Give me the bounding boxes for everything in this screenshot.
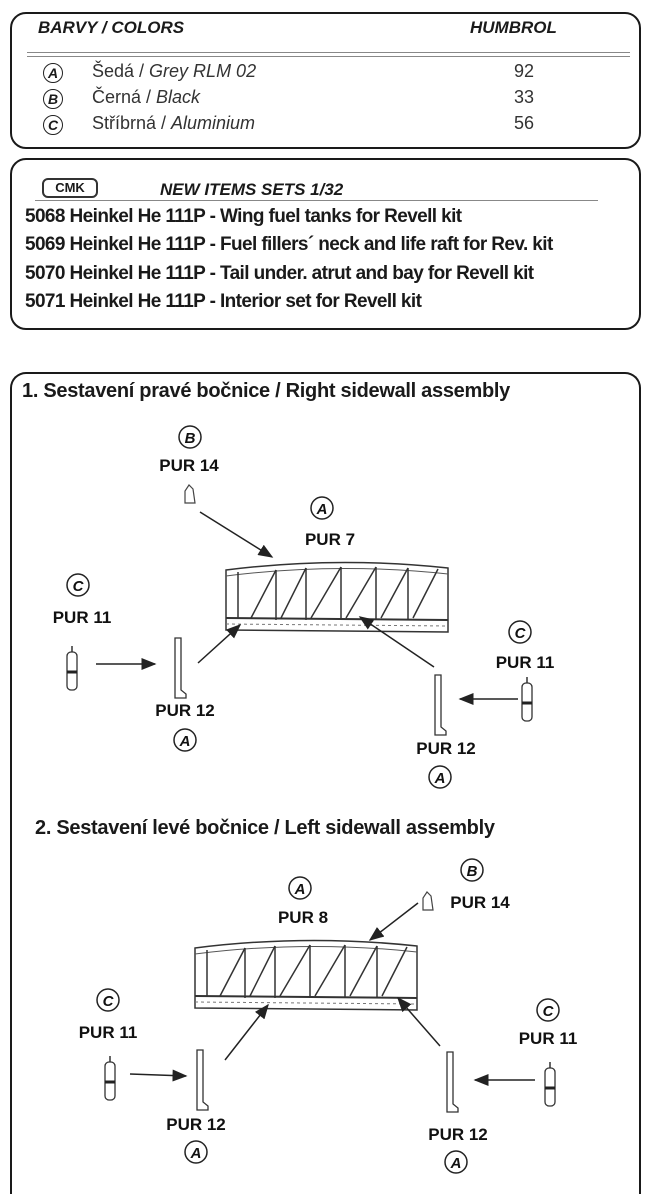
new-items-title: NEW ITEMS SETS 1/32	[160, 180, 344, 199]
color-badge: A	[43, 63, 63, 83]
colors-table	[10, 12, 641, 149]
arrow	[368, 902, 419, 941]
pur11-part	[103, 1054, 117, 1102]
humbrol-header: HUMBROL	[470, 18, 557, 37]
color-badge: A	[294, 881, 306, 898]
color-badge: A	[179, 733, 191, 750]
divider	[35, 200, 598, 201]
divider	[27, 52, 630, 57]
new-items-box	[10, 158, 641, 330]
pur11-part	[520, 675, 534, 723]
color-badge: B	[43, 89, 63, 109]
part-label: PUR 12	[416, 739, 476, 758]
part-label: PUR 12	[155, 701, 215, 720]
color-cz: Stříbrná /	[92, 113, 172, 133]
part-label: PUR 11	[519, 1029, 578, 1048]
colors-header: BARVY / COLORS	[38, 18, 185, 37]
new-item-line: 5071 Heinkel He 111P - Interior set for …	[25, 291, 422, 312]
step1-title: 1. Sestavení pravé bočnice / Right sidew…	[22, 380, 510, 402]
pur14-part	[184, 484, 196, 504]
new-item-line: 5069 Heinkel He 111P - Fuel fillers´ nec…	[25, 234, 553, 255]
part-label: PUR 14	[450, 893, 510, 912]
color-badge: A	[450, 1155, 462, 1172]
color-name: Černá / Black	[92, 87, 200, 108]
color-name: Stříbrná / Aluminium	[92, 113, 255, 134]
color-en: Black	[156, 87, 201, 107]
color-badge: C	[543, 1003, 555, 1020]
pur11-part	[543, 1060, 557, 1108]
step2-title: 2. Sestavení levé bočnice / Left sidewal…	[35, 817, 495, 839]
color-badge: C	[103, 993, 115, 1010]
new-item-line: 5070 Heinkel He 111P - Tail under. atrut…	[25, 263, 534, 284]
color-en: Aluminium	[171, 113, 256, 133]
humbrol-number: 92	[514, 61, 535, 81]
new-item-line: 5068 Heinkel He 111P - Wing fuel tanks f…	[25, 206, 462, 227]
color-cz: Černá /	[92, 87, 157, 107]
color-badge: C	[73, 578, 85, 595]
arrow	[358, 616, 435, 668]
assembly-box	[10, 372, 641, 1194]
pur11-part	[65, 644, 79, 692]
pur12-part	[434, 674, 447, 736]
part-label: PUR 11	[496, 653, 555, 672]
humbrol-number: 33	[514, 87, 535, 107]
part-label: PUR 11	[53, 608, 112, 627]
color-badge: B	[185, 430, 196, 447]
part-label: PUR 14	[159, 456, 219, 475]
color-badge: C	[515, 625, 527, 642]
part-label: PUR 12	[428, 1125, 488, 1144]
sidewall-frame	[194, 939, 418, 1011]
color-badge: A	[316, 501, 328, 518]
color-badge: A	[190, 1145, 202, 1162]
color-badge: C	[43, 115, 63, 135]
part-label: PUR 8	[278, 908, 328, 927]
humbrol-number: 56	[514, 113, 535, 133]
arrow	[197, 623, 242, 664]
color-en: Grey RLM 02	[149, 61, 257, 81]
color-name: Šedá / Grey RLM 02	[92, 61, 256, 82]
color-cz: Šedá /	[92, 61, 150, 81]
part-label: PUR 11	[79, 1023, 138, 1042]
pur14-part	[422, 891, 434, 911]
arrow	[129, 1069, 188, 1082]
color-badge: B	[467, 863, 478, 880]
pur12-part	[174, 637, 187, 699]
color-badge: A	[434, 770, 446, 787]
arrow	[397, 996, 441, 1047]
part-label: PUR 12	[166, 1115, 226, 1134]
sidewall-frame	[225, 561, 449, 633]
cmk-logo: CMK	[42, 178, 98, 198]
arrow	[224, 1003, 269, 1061]
part-label: PUR 7	[305, 530, 355, 549]
pur12-part	[196, 1049, 209, 1111]
arrow	[199, 511, 274, 558]
pur12-part	[446, 1051, 459, 1113]
